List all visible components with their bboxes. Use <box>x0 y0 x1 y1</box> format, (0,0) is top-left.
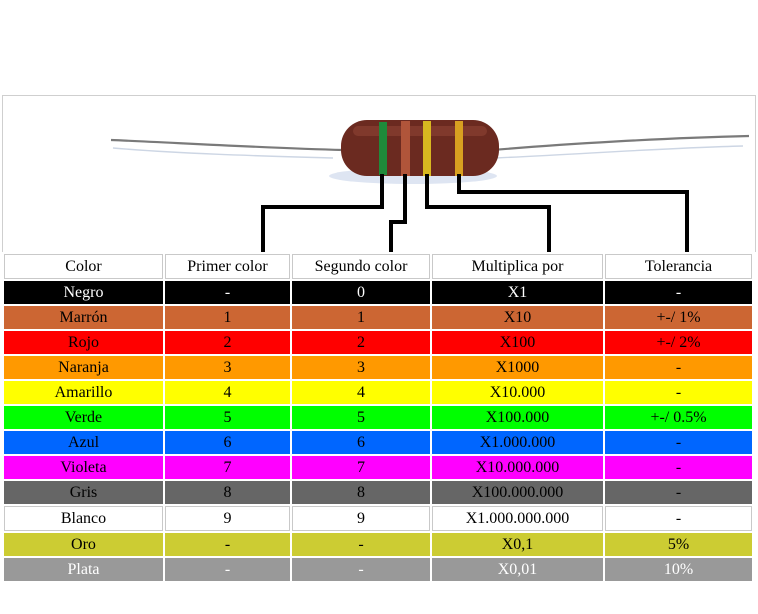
cell-second-color: 0 <box>292 281 430 304</box>
cell-first-color: 5 <box>165 406 290 429</box>
cell-first-color: - <box>165 533 290 556</box>
table-header-row: Color Primer color Segundo color Multipl… <box>4 254 752 279</box>
cell-first-color: 9 <box>165 506 290 531</box>
cell-color: Gris <box>4 481 163 504</box>
cell-second-color: 6 <box>292 431 430 454</box>
cell-second-color: - <box>292 558 430 581</box>
cell-second-color: 9 <box>292 506 430 531</box>
cell-first-color: 3 <box>165 356 290 379</box>
cell-color: Blanco <box>4 506 163 531</box>
cell-second-color: 8 <box>292 481 430 504</box>
cell-second-color: 2 <box>292 331 430 354</box>
cell-tolerance: - <box>605 481 752 504</box>
resistor-band-3 <box>423 121 431 176</box>
resistor-band-1 <box>379 122 387 175</box>
cell-first-color: - <box>165 281 290 304</box>
cell-multiplier: X1 <box>432 281 603 304</box>
resistor-photo-panel <box>2 95 756 252</box>
cell-first-color: 8 <box>165 481 290 504</box>
cell-tolerance: 5% <box>605 533 752 556</box>
callout-line-tolerance <box>457 174 689 252</box>
cell-multiplier: X1.000.000 <box>432 431 603 454</box>
cell-first-color: 4 <box>165 381 290 404</box>
cell-multiplier: X1.000.000.000 <box>432 506 603 531</box>
header-multiplier: Multiplica por <box>432 254 603 279</box>
cell-color: Violeta <box>4 456 163 479</box>
cell-tolerance: - <box>605 381 752 404</box>
cell-multiplier: X0,1 <box>432 533 603 556</box>
resistor-right-lead-shadow <box>494 145 744 159</box>
cell-second-color: - <box>292 533 430 556</box>
cell-tolerance: - <box>605 506 752 531</box>
color-code-table: Color Primer color Segundo color Multipl… <box>2 252 754 583</box>
cell-color: Marrón <box>4 306 163 329</box>
cell-tolerance: +-/ 0.5% <box>605 406 752 429</box>
callout-line-multiplier <box>425 174 551 252</box>
cell-first-color: - <box>165 558 290 581</box>
cell-first-color: 6 <box>165 431 290 454</box>
cell-first-color: 2 <box>165 331 290 354</box>
cell-tolerance: - <box>605 456 752 479</box>
cell-second-color: 5 <box>292 406 430 429</box>
resistor-body-highlight <box>353 126 487 136</box>
resistor-illustration <box>110 120 750 252</box>
cell-color: Oro <box>4 533 163 556</box>
cell-multiplier: X100 <box>432 331 603 354</box>
cell-multiplier: X100.000.000 <box>432 481 603 504</box>
cell-second-color: 3 <box>292 356 430 379</box>
cell-color: Verde <box>4 406 163 429</box>
cell-second-color: 4 <box>292 381 430 404</box>
cell-multiplier: X1000 <box>432 356 603 379</box>
header-second-color: Segundo color <box>292 254 430 279</box>
cell-color: Azul <box>4 431 163 454</box>
cell-color: Amarillo <box>4 381 163 404</box>
cell-tolerance: - <box>605 281 752 304</box>
cell-tolerance: 10% <box>605 558 752 581</box>
cell-multiplier: X10.000.000 <box>432 456 603 479</box>
resistor-right-lead <box>492 134 750 152</box>
resistor-color-code-figure: Color Primer color Segundo color Multipl… <box>0 95 758 614</box>
resistor-left-lead <box>110 138 344 152</box>
cell-color: Negro <box>4 281 163 304</box>
cell-first-color: 1 <box>165 306 290 329</box>
cell-second-color: 1 <box>292 306 430 329</box>
cell-tolerance: +-/ 1% <box>605 306 752 329</box>
resistor-left-lead-shadow <box>112 147 334 159</box>
cell-multiplier: X10 <box>432 306 603 329</box>
cell-tolerance: - <box>605 431 752 454</box>
callout-line-first-color <box>261 174 384 252</box>
cell-tolerance: +-/ 2% <box>605 331 752 354</box>
cell-tolerance: - <box>605 356 752 379</box>
cell-first-color: 7 <box>165 456 290 479</box>
callout-line-second-color <box>389 174 407 252</box>
header-first-color: Primer color <box>165 254 290 279</box>
resistor-band-4 <box>455 121 463 176</box>
cell-color: Naranja <box>4 356 163 379</box>
cell-second-color: 7 <box>292 456 430 479</box>
cell-multiplier: X10.000 <box>432 381 603 404</box>
cell-color: Rojo <box>4 331 163 354</box>
cell-multiplier: X100.000 <box>432 406 603 429</box>
resistor-band-2 <box>401 121 410 176</box>
cell-multiplier: X0,01 <box>432 558 603 581</box>
header-color: Color <box>4 254 163 279</box>
cell-color: Plata <box>4 558 163 581</box>
header-tolerance: Tolerancia <box>605 254 752 279</box>
